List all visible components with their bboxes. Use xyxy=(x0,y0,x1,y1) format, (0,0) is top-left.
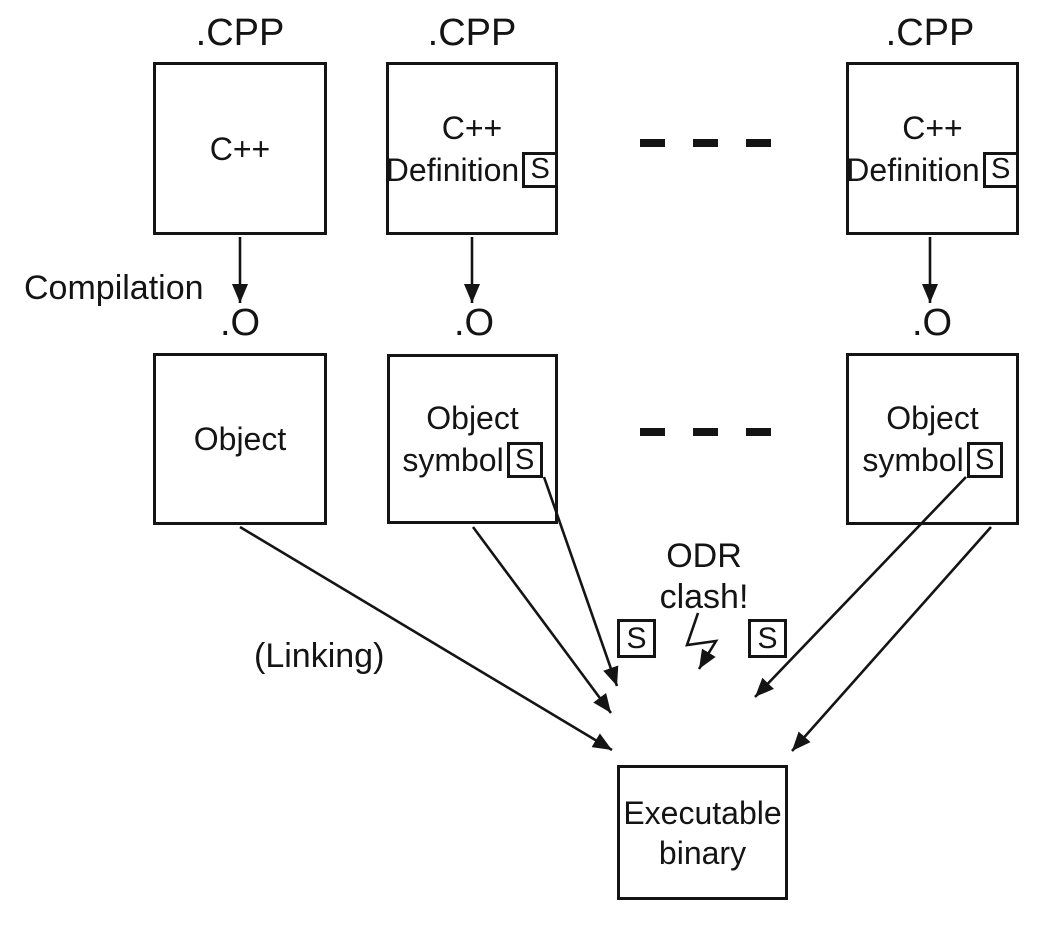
source-box-3-subtitle-row: Definition S xyxy=(846,151,1019,189)
ellipsis-dashes-object-row xyxy=(640,428,771,436)
object-box-3-title: Object xyxy=(886,400,979,436)
compilation-label: Compilation xyxy=(24,269,204,307)
odr-clash-bolt-arrow xyxy=(685,612,719,670)
source-box-2: C++ Definition S xyxy=(385,62,559,235)
object-box-1-title: Object xyxy=(193,421,287,457)
object-box-2-subtitle: symbol xyxy=(402,442,504,478)
dash xyxy=(746,428,771,436)
clash-symbol-badge-right: S xyxy=(748,619,787,658)
odr-clash-line2: clash! xyxy=(659,578,749,616)
source-box-3-subtitle: Definition xyxy=(846,151,980,188)
link-arrow-object-2 xyxy=(471,526,613,714)
ellipsis-dashes-source-row xyxy=(640,139,771,147)
cpp-extension-label-3: .CPP xyxy=(885,12,975,54)
executable-binary-line1: Executable xyxy=(623,794,782,831)
executable-binary-box: Executable binary xyxy=(617,765,788,900)
odr-clash-line1: ODR xyxy=(666,537,742,575)
object-box-3-subtitle: symbol xyxy=(862,442,964,478)
source-box-1: C++ xyxy=(153,62,327,235)
object-box-1: Object xyxy=(153,353,327,525)
dash xyxy=(640,139,665,147)
source-box-1-title: C++ xyxy=(209,130,271,167)
linking-label: (Linking) xyxy=(254,637,385,675)
dash xyxy=(746,139,771,147)
object-box-3: Object symbol S xyxy=(846,353,1019,525)
source-box-2-title: C++ xyxy=(441,109,503,146)
obj-extension-label-3: .O xyxy=(911,302,953,344)
source-box-2-symbol-badge: S xyxy=(522,151,559,188)
dash xyxy=(640,428,665,436)
source-box-3: C++ Definition S xyxy=(846,62,1019,235)
object-box-2-subtitle-row: symbol S xyxy=(402,441,543,479)
dash xyxy=(693,428,718,436)
cpp-extension-label-2: .CPP xyxy=(427,12,517,54)
object-box-2: Object symbol S xyxy=(387,354,558,524)
source-box-3-title: C++ xyxy=(902,109,963,146)
link-arrow-object-3 xyxy=(791,526,992,752)
object-box-3-symbol-badge: S xyxy=(966,442,1003,478)
object-box-2-title: Object xyxy=(426,400,519,436)
source-box-2-subtitle-row: Definition S xyxy=(385,151,559,189)
object-box-2-symbol-badge: S xyxy=(506,442,543,478)
obj-extension-label-2: .O xyxy=(453,302,495,344)
obj-extension-label-1: .O xyxy=(219,302,261,344)
executable-binary-line2: binary xyxy=(658,834,747,871)
source-box-3-symbol-badge: S xyxy=(982,151,1019,188)
source-box-2-subtitle: Definition xyxy=(385,151,520,188)
clash-symbol-badge-left: S xyxy=(617,619,656,658)
cpp-extension-label-1: .CPP xyxy=(195,12,285,54)
odr-clash-label: ODR clash! xyxy=(624,536,784,618)
object-box-3-subtitle-row: symbol S xyxy=(862,441,1003,479)
dash xyxy=(693,139,718,147)
